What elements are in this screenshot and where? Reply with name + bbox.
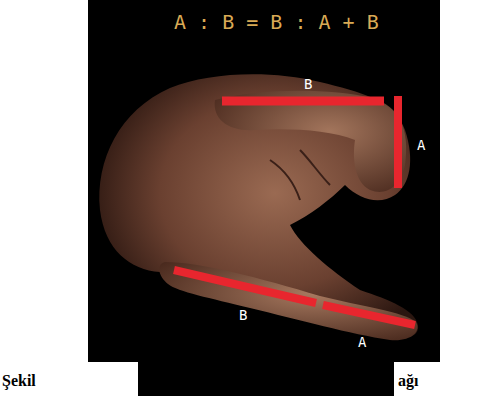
segment-label: A [358, 335, 366, 349]
skin-crease [270, 160, 300, 200]
measure-line [394, 96, 402, 188]
skin-crease [300, 150, 330, 185]
caption-fragment: Şekil [2, 373, 36, 389]
photo-ground [88, 0, 440, 362]
segment-label: B [304, 77, 312, 91]
measure-line [323, 305, 415, 325]
formula-title: A : B = B : A + B [174, 12, 379, 32]
caption-fragment: ağı [398, 373, 418, 389]
thumb [159, 262, 417, 340]
measure-line [222, 97, 384, 106]
measure-line [174, 270, 316, 303]
segment-label: A [417, 138, 425, 152]
photo-ground [138, 355, 394, 396]
segment-label: B [239, 308, 247, 322]
index-finger [215, 91, 407, 192]
